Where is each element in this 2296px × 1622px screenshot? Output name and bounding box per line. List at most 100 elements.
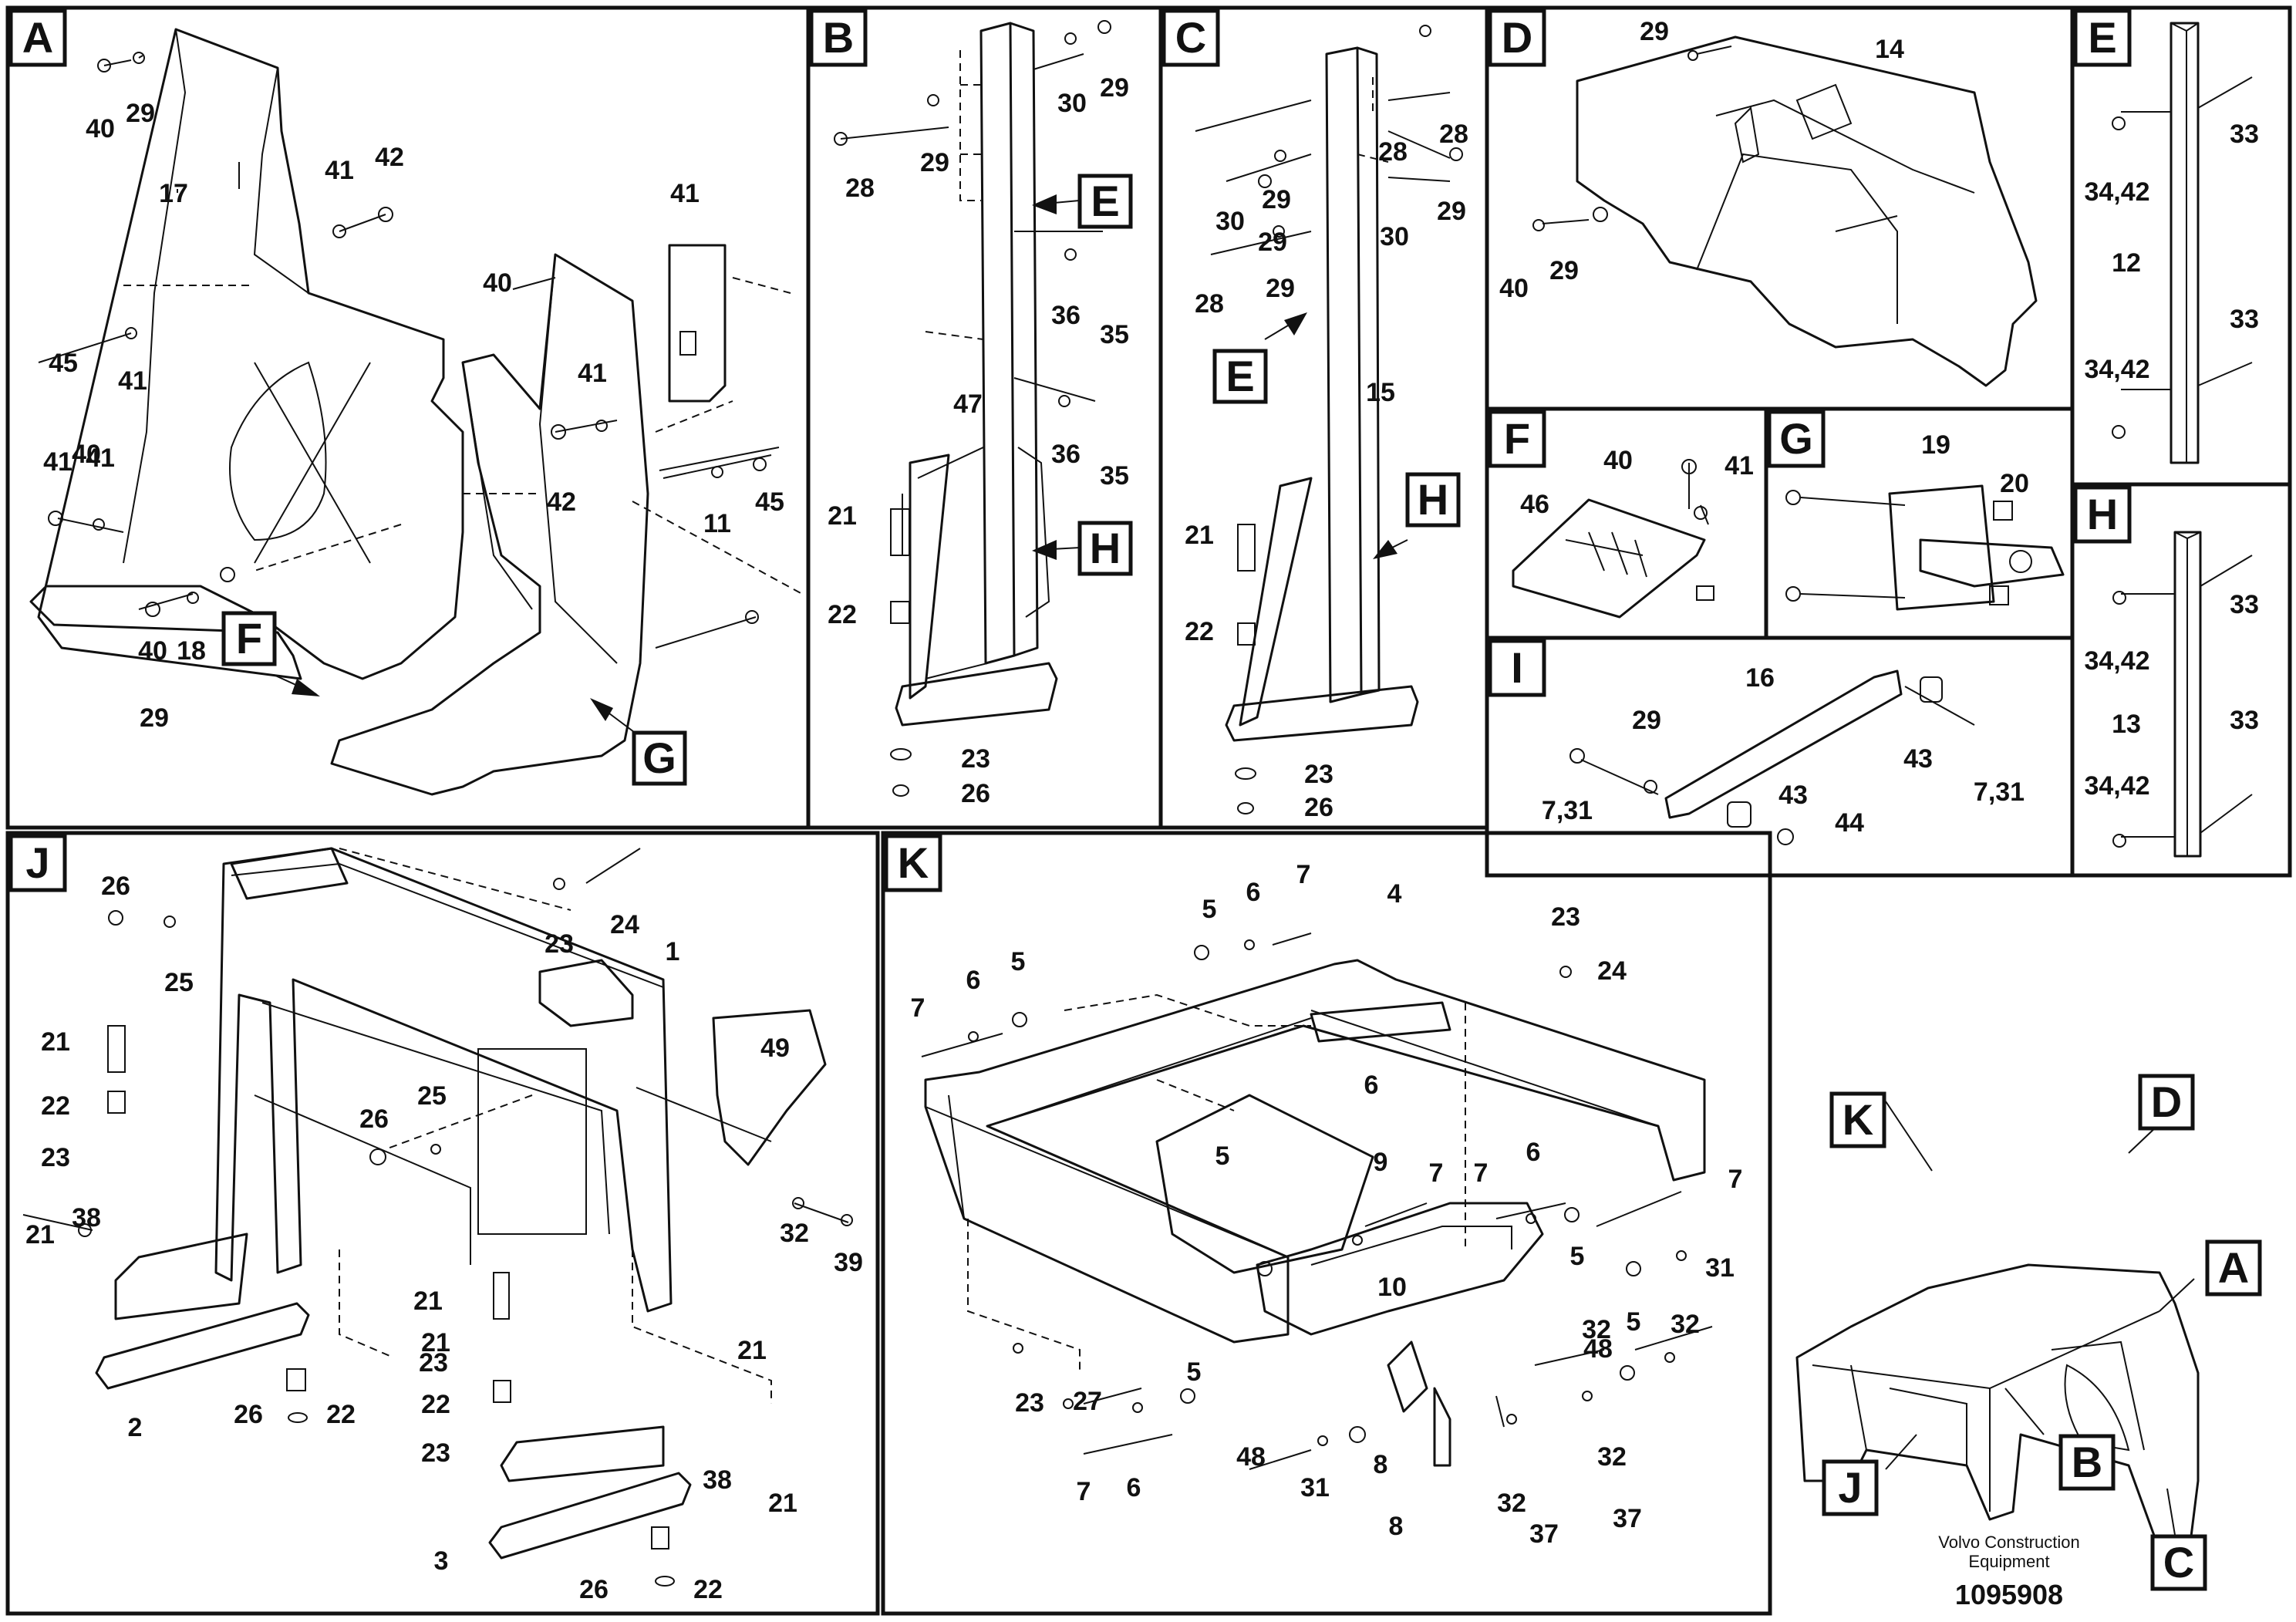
inline-tag-G: G (642, 733, 676, 782)
panel-D-drawing (1532, 35, 2038, 387)
callout-K-10: 5 (1215, 1141, 1230, 1171)
panel-J-letter: J (25, 838, 49, 887)
callout-K-33: 37 (1529, 1519, 1559, 1549)
callout-K-19: 27 (1073, 1387, 1102, 1416)
callout-K-24: 31 (1705, 1253, 1735, 1283)
callout-J-10: 38 (72, 1203, 101, 1233)
callout-A-6: 41 (118, 366, 147, 396)
callout-K-17: 10 (1377, 1273, 1407, 1302)
callout-J-3: 24 (610, 910, 639, 939)
callout-A-8: 41 (43, 447, 72, 477)
callout-G-1: 20 (2000, 469, 2029, 498)
callout-J-6: 21 (41, 1027, 70, 1057)
callout-K-18: 23 (1015, 1388, 1044, 1418)
overview-drawing: K D A J B C (1795, 1074, 2262, 1591)
callout-K-9: 6 (1364, 1071, 1379, 1100)
callout-D-0: 29 (1640, 17, 1669, 46)
panel-D-frame (1485, 5, 2075, 411)
overview-tag-K: K (1843, 1095, 1873, 1144)
panel-K-drawing (921, 932, 1713, 1470)
callout-E-1: 34,42 (2084, 177, 2149, 207)
callout-J-14: 23 (419, 1348, 448, 1378)
callout-C-11: 22 (1185, 617, 1214, 646)
panel-H-drawing (2112, 531, 2253, 858)
callout-K-8: 5 (1011, 947, 1026, 976)
callout-C-10: 21 (1185, 521, 1214, 550)
panel-F-drawing (1512, 459, 1714, 619)
callout-F-1: 41 (1725, 451, 1754, 481)
inline-tag-H-B: H (1090, 524, 1121, 572)
callout-C-9: 15 (1366, 378, 1395, 407)
inline-tag-F: F (236, 614, 262, 663)
callout-K-6: 7 (911, 993, 925, 1023)
callout-A-18: 41 (670, 179, 700, 208)
part-15-post (1325, 46, 1363, 703)
callout-J-0: 26 (101, 872, 130, 901)
callout-J-22: 26 (234, 1400, 263, 1429)
callout-C-6: 30 (1380, 222, 1409, 251)
callout-A-17: 45 (755, 487, 784, 517)
callout-C-5: 29 (1258, 228, 1287, 257)
footer-company-line2: Equipment (1968, 1552, 2049, 1571)
callout-J-18: 32 (780, 1219, 809, 1248)
callout-A-3: 41 (325, 156, 354, 185)
callout-A-7: 40 (72, 440, 101, 469)
callout-A-14: 41 (578, 359, 607, 388)
inline-detail-tags: F G E H E H (221, 174, 1461, 786)
overview-tag-D: D (2151, 1077, 2182, 1126)
callout-J-19: 39 (834, 1248, 863, 1277)
panel-B-drawing (834, 20, 1111, 797)
callout-J-17: 23 (421, 1438, 450, 1468)
callout-K-25: 5 (1627, 1307, 1641, 1337)
callout-K-16: 7 (1728, 1165, 1743, 1194)
callout-K-1: 6 (1246, 878, 1261, 907)
callout-G-0: 19 (1921, 430, 1950, 460)
callout-B-1: 29 (920, 148, 949, 177)
part-11-bracket (668, 244, 727, 403)
callout-C-4: 29 (1266, 274, 1295, 303)
callout-B-3: 29 (1100, 73, 1129, 103)
callout-B-6: 35 (1100, 320, 1129, 349)
callout-A-0: 40 (86, 114, 115, 143)
callout-K-5: 24 (1597, 956, 1627, 986)
footer-block: Volvo Construction Equipment 1095908 (1938, 1533, 2079, 1610)
callout-D-2: 40 (1499, 274, 1529, 303)
callout-A-13: 40 (483, 268, 512, 298)
panel-K-letter: K (898, 838, 929, 887)
callout-J-8: 23 (41, 1143, 70, 1172)
callout-K-30: 48 (1583, 1334, 1613, 1364)
callout-K-13: 7 (1474, 1158, 1489, 1188)
callout-J-26: 3 (434, 1546, 449, 1576)
callout-I-5: 43 (1778, 781, 1808, 810)
callout-H-1: 34,42 (2084, 646, 2149, 676)
callout-D-3: 29 (1549, 256, 1579, 285)
callout-E-4: 34,42 (2084, 355, 2149, 384)
overview-tag-J: J (1838, 1463, 1862, 1512)
callout-J-25: 21 (768, 1489, 797, 1518)
callout-J-15: 21 (421, 1328, 450, 1357)
part-13-bar (2173, 531, 2202, 858)
callout-I-2: 43 (1903, 744, 1933, 774)
callout-K-21: 6 (1127, 1473, 1141, 1502)
callout-H-3: 33 (2230, 706, 2259, 735)
callout-E-0: 33 (2230, 120, 2259, 149)
callout-J-4: 1 (666, 937, 680, 966)
callout-K-28: 31 (1300, 1473, 1330, 1502)
callout-K-15: 5 (1570, 1242, 1585, 1271)
callout-A-5: 45 (49, 349, 78, 378)
footer-company-line1: Volvo Construction (1938, 1533, 2079, 1552)
panel-A-letter: A (22, 13, 53, 62)
callout-E-3: 33 (2230, 305, 2259, 334)
panel-J-drawing (22, 847, 853, 1587)
callout-J-9: 21 (25, 1220, 55, 1249)
overview-tag-B: B (2072, 1438, 2102, 1486)
part-17-side-panel (29, 28, 464, 680)
callout-K-29: 32 (1582, 1315, 1611, 1344)
callout-K-20: 5 (1187, 1357, 1202, 1387)
part-12-bar (2170, 22, 2200, 464)
panel-H-frame (2070, 482, 2292, 878)
panel-J-frame (5, 831, 880, 1616)
inline-tag-H-C: H (1418, 475, 1448, 524)
part-19-plate (1888, 484, 1995, 611)
